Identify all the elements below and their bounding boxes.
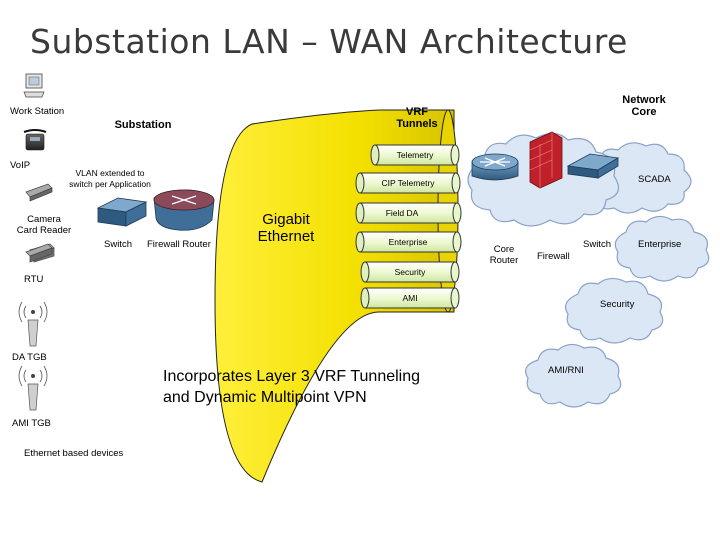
page-title: Substation LAN – WAN Architecture: [30, 22, 628, 61]
label-ethernet-devices: Ethernet based devices: [24, 448, 124, 459]
tube-cip-telemetry: [355, 172, 461, 194]
firewall-router-icon: [153, 189, 215, 231]
cloud-ami-rni: [525, 343, 622, 408]
label-switch-left: Switch: [104, 239, 132, 250]
firewall-icon: [529, 131, 563, 189]
label-work-station: Work Station: [10, 106, 65, 117]
label-ami-rni: AMI/RNI: [548, 365, 584, 376]
right-switch-icon: [566, 153, 620, 179]
tube-label-telemetry: Telemetry: [396, 150, 434, 160]
label-switch-right: Switch: [583, 239, 611, 250]
tube-enterprise: [355, 231, 462, 253]
da-tgb-antenna-icon: [18, 301, 48, 347]
core-router-icon: [471, 153, 519, 181]
ami-tgb-antenna-icon: [18, 365, 48, 411]
left-switch-icon: [96, 197, 148, 227]
rtu-icon: [25, 243, 53, 263]
label-security: Security: [600, 299, 635, 310]
cloud-security: [565, 277, 664, 344]
voip-phone-icon: [23, 129, 47, 151]
label-da-tgb: DA TGB: [12, 352, 47, 363]
workstation-icon: [23, 73, 45, 98]
camera-icon: [25, 183, 53, 202]
tube-field-da: [355, 202, 462, 224]
tube-label-field-da: Field DA: [385, 208, 419, 218]
label-scada: SCADA: [638, 174, 671, 185]
label-firewall: Firewall: [537, 251, 570, 262]
tube-ami: [360, 287, 460, 309]
tube-label-security: Security: [394, 267, 426, 277]
tube-label-enterprise: Enterprise: [388, 237, 428, 247]
label-ami-tgb: AMI TGB: [12, 418, 51, 429]
cloud-enterprise: [614, 215, 710, 282]
vrf-tunnels: [355, 144, 462, 309]
tube-telemetry: [370, 144, 460, 166]
label-voip: VoIP: [10, 160, 31, 171]
label-substation: Substation: [114, 119, 172, 131]
label-firewall-router: Firewall Router: [147, 239, 211, 250]
tube-label-cip-telemetry: CIP Telemetry: [381, 178, 435, 188]
tube-security: [360, 261, 460, 283]
label-enterprise: Enterprise: [638, 239, 682, 250]
label-rtu: RTU: [24, 274, 44, 285]
tube-label-ami: AMI: [402, 293, 418, 303]
